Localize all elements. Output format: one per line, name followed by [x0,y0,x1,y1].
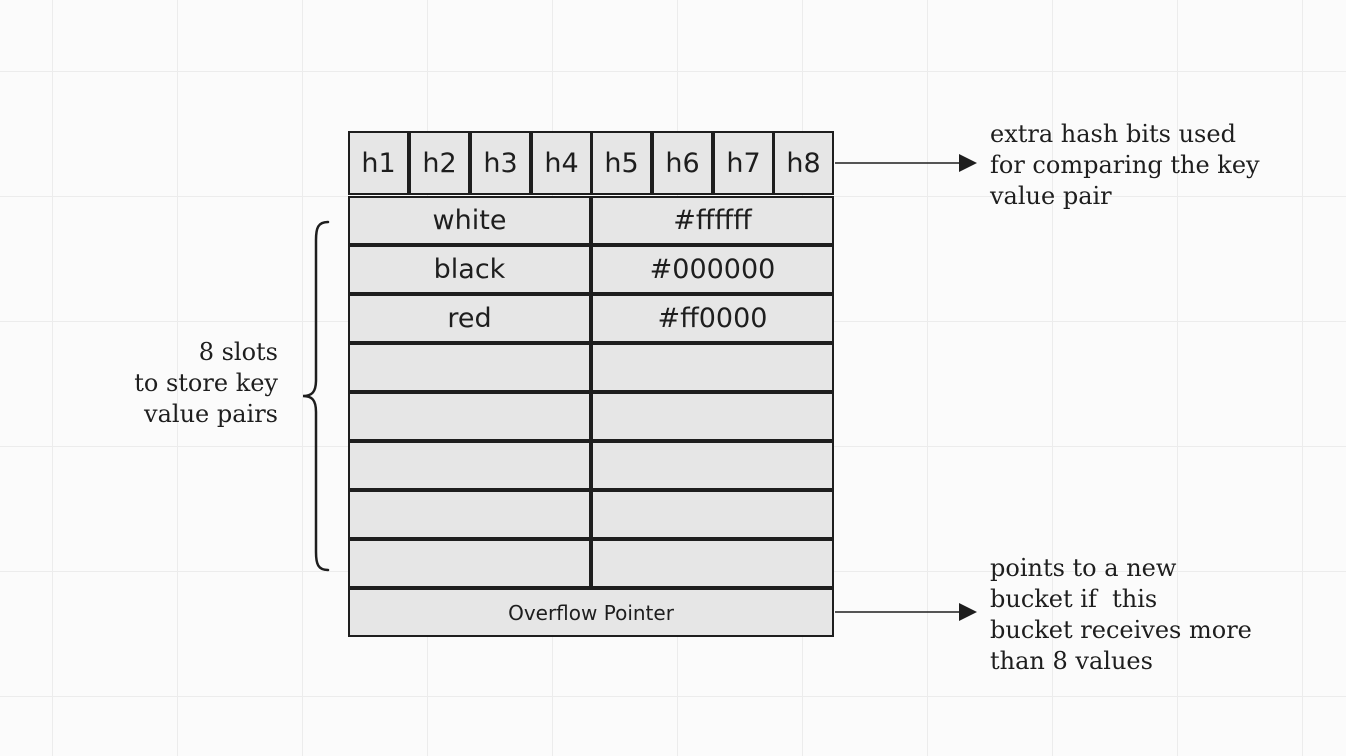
slot-key-cell [348,539,591,588]
slot-value-cell [591,343,834,392]
annotation-line: for comparing the key [990,151,1260,179]
annotation-line: extra hash bits used [990,120,1236,148]
hash-bit-cell: h1 [348,131,409,195]
slot-key-cell: red [348,294,591,343]
annotation-line: to store key [134,369,278,397]
annotation-line: bucket if this [990,585,1158,613]
slot-key-cell [348,490,591,539]
annotation-line: points to a new [990,554,1177,582]
slots-brace [302,220,330,572]
slot-value-cell: #000000 [591,245,834,294]
hash-bit-cell: h5 [591,131,652,195]
slot-key-cell: white [348,196,591,245]
hash-bit-cell: h4 [531,131,592,195]
slot-value-cell: #ffffff [591,196,834,245]
hash-bit-cell: h6 [652,131,713,195]
annotation-line: value pairs [144,400,278,428]
hash-bit-cell: h2 [409,131,470,195]
annotation-line: bucket receives more [990,616,1252,644]
hash-bits-arrowhead [959,154,977,172]
slot-value-cell [591,539,834,588]
slot-key-cell [348,392,591,441]
slot-key-cell [348,343,591,392]
annotation-line: 8 slots [198,338,278,366]
slot-value-cell [591,392,834,441]
hash-bit-cell: h3 [470,131,531,195]
slots-annotation: 8 slots to store key value pairs [134,337,278,430]
slot-value-cell: #ff0000 [591,294,834,343]
slot-value-cell [591,441,834,490]
slot-key-cell [348,441,591,490]
slot-key-cell: black [348,245,591,294]
hash-bits-annotation: extra hash bits used for comparing the k… [990,119,1260,212]
overflow-annotation: points to a new bucket if this bucket re… [990,553,1252,677]
annotation-line: value pair [990,182,1112,210]
overflow-arrowhead [959,603,977,621]
overflow-pointer-cell: Overflow Pointer [348,588,834,637]
hash-bit-cell: h7 [713,131,774,195]
slot-value-cell [591,490,834,539]
annotation-line: than 8 values [990,647,1153,675]
hash-bit-cell: h8 [773,131,834,195]
